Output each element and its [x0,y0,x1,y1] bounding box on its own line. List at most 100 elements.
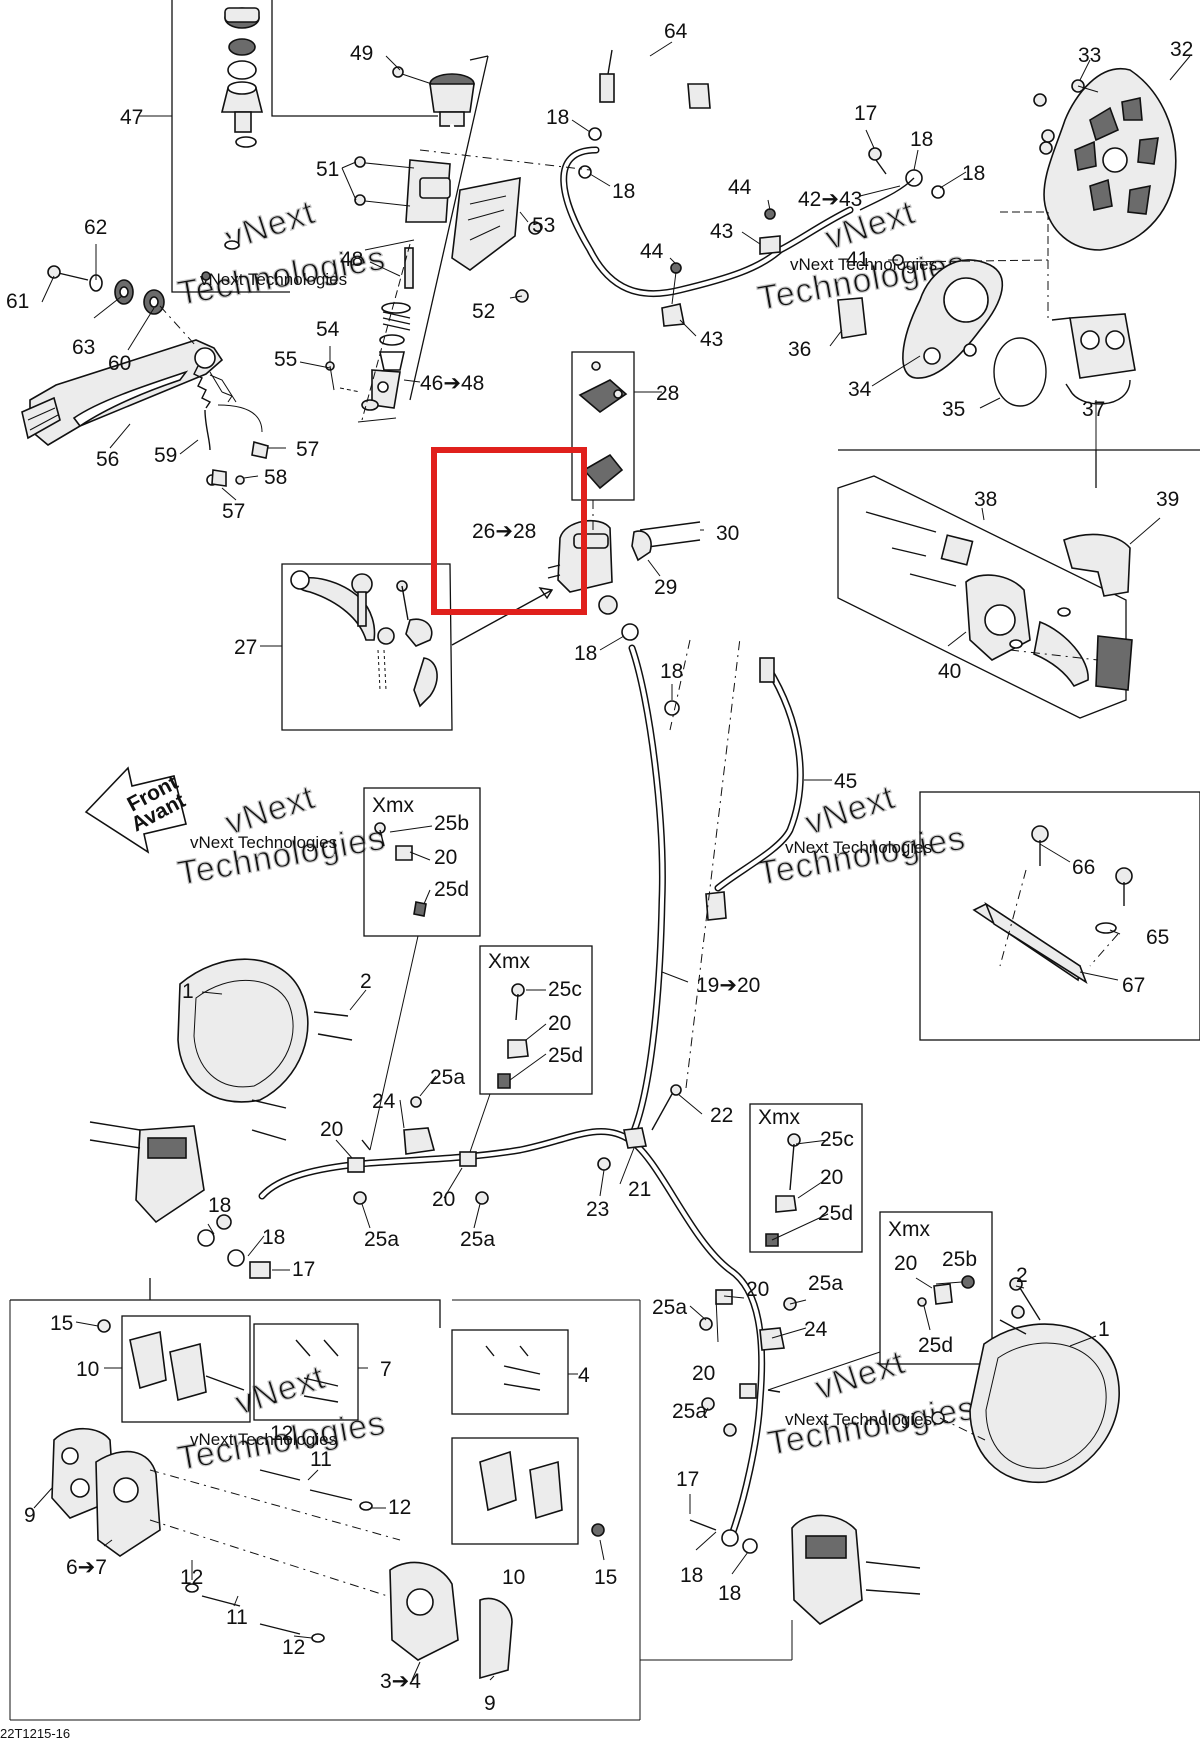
callout-25c-b: 25c [820,1128,854,1151]
callout-25d-b: 25d [548,1044,583,1067]
callout-37: 37 [1082,398,1105,421]
callout-4: 4 [578,1364,590,1387]
xmx-box-1: Xmx [361,787,481,1151]
front-direction-arrow: Front Avant [84,766,189,854]
callout-24-b: 24 [804,1318,828,1341]
callout-28: 28 [656,382,679,405]
svg-text:vNext Technologies: vNext Technologies [190,833,337,852]
callout-6-7: 6➔7 [66,1556,107,1579]
callout-9-left: 9 [24,1504,36,1527]
callout-20-g: 20 [746,1278,769,1301]
callout-18-c: 18 [910,128,933,151]
callout-18-h: 18 [262,1226,285,1249]
callout-52: 52 [472,300,495,323]
callout-15-b: 15 [594,1566,617,1589]
callout-12-c: 12 [180,1566,203,1589]
callout-57-bottom: 57 [222,500,245,523]
callout-18-j: 18 [718,1582,741,1605]
callout-55: 55 [274,348,297,371]
callout-60: 60 [108,352,131,375]
callout-67: 67 [1122,974,1145,997]
callout-46-48: 46➔48 [420,372,484,395]
svg-text:vNext Technologies: vNext Technologies [200,270,347,289]
xmx-label: Xmx [758,1106,801,1129]
callout-18-a: 18 [546,106,569,129]
callout-49: 49 [350,42,373,65]
callout-26-28: 26➔28 [472,520,536,543]
callout-23: 23 [586,1198,609,1221]
callout-17-b: 17 [292,1258,315,1281]
callout-19-20: 19➔20 [696,974,760,997]
callout-10-a: 10 [76,1358,99,1381]
svg-text:vNext: vNext [231,1358,330,1423]
callout-12-b: 12 [270,1422,293,1445]
callout-44-a: 44 [728,176,752,199]
callout-51: 51 [316,158,339,181]
callout-66: 66 [1072,856,1095,879]
callout-25a-e: 25a [808,1272,843,1295]
callout-36: 36 [788,338,811,361]
xmx-label: Xmx [888,1218,931,1241]
xmx-label: Xmx [372,794,415,817]
callout-39: 39 [1156,488,1179,511]
callout-20-c: 20 [320,1118,343,1141]
callout-20-b: 20 [548,1012,571,1035]
callout-43-a: 43 [710,220,733,243]
callout-63: 63 [72,336,95,359]
callout-30: 30 [716,522,739,545]
master-cylinder-group [21,0,542,487]
svg-text:vNext Technologies: vNext Technologies [785,1410,932,1429]
callout-25b-a: 25b [434,812,469,835]
svg-text:vNext Technologies: vNext Technologies [190,1430,337,1449]
callout-42-43: 42➔43 [798,188,862,211]
callout-1-right: 1 [1098,1318,1110,1341]
callout-59: 59 [154,444,177,467]
front-right-assembly [640,1277,1120,1661]
callout-20-a: 20 [434,846,457,869]
callout-45: 45 [834,770,857,793]
callout-53: 53 [532,214,555,237]
xmx-box-4: Xmx [767,1211,993,1393]
callout-56: 56 [96,448,119,471]
callout-20-h: 20 [692,1362,715,1385]
callout-labels: 64 49 47 51 53 48 52 62 61 63 60 54 55 4… [6,20,1193,1715]
callout-40: 40 [938,660,961,683]
callout-21: 21 [628,1178,651,1201]
front-left-assembly [9,958,641,1721]
callout-48: 48 [340,248,363,271]
watermark-bottom-right: vNext Technologies vNext Technologies [764,1342,979,1463]
callout-64: 64 [664,20,688,43]
callout-1-left: 1 [182,980,194,1003]
callout-27: 27 [234,636,257,659]
callout-9-right: 9 [484,1692,496,1715]
rear-caliper-exploded [837,449,1200,719]
callout-18-i: 18 [680,1564,703,1587]
callout-25a-d: 25a [652,1296,687,1319]
callout-20-f: 20 [894,1252,917,1275]
callout-11-a: 11 [310,1448,332,1471]
callout-25a-f: 25a [672,1400,707,1423]
callout-17-c: 17 [676,1468,699,1491]
svg-text:vNext Technologies: vNext Technologies [785,838,932,857]
callout-24-a: 24 [372,1090,396,1113]
callout-10-b: 10 [502,1566,525,1589]
callout-58: 58 [264,466,287,489]
callout-65: 65 [1146,926,1169,949]
callout-18-d: 18 [962,162,985,185]
xmx-box-2: Xmx [469,945,593,1153]
callout-18-e: 18 [574,642,597,665]
callout-17-a: 17 [854,102,877,125]
callout-57-top: 57 [296,438,319,461]
callout-47: 47 [120,106,143,129]
callout-12-d: 12 [282,1636,305,1659]
callout-54: 54 [316,318,340,341]
callout-35: 35 [942,398,965,421]
callout-62: 62 [84,216,107,239]
svg-text:Technologies: Technologies [175,819,389,893]
callout-61: 61 [6,290,29,313]
callout-18-b: 18 [612,180,635,203]
callout-3-4: 3➔4 [380,1670,421,1693]
watermark-mid-left: vNext Technologies vNext Technologies [174,777,389,893]
xmx-box-3: Xmx [749,1103,863,1253]
callout-25a-a: 25a [430,1066,465,1089]
